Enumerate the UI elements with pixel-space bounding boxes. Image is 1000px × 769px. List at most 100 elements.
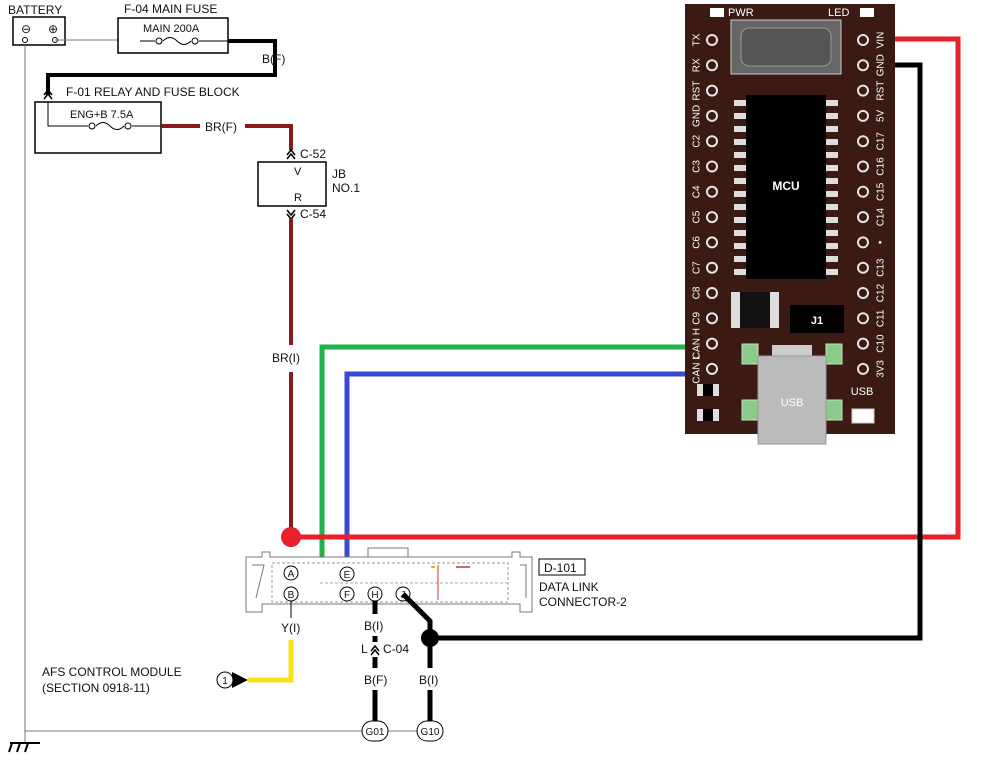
ground-g01-label: G01 xyxy=(366,727,385,738)
wire-yellow-afs xyxy=(248,640,294,683)
left-header-c4-label: C4 xyxy=(692,185,703,198)
dlc-pin-b-label: B xyxy=(288,590,295,601)
left-header-c2-pin xyxy=(706,135,718,148)
main-fuse: F-04 MAIN FUSE MAIN 200A xyxy=(117,2,229,54)
splice-point-red xyxy=(281,527,301,547)
wire-b-i-h-label: B(I) xyxy=(364,619,383,633)
dlc-latch xyxy=(367,547,409,558)
main-fuse-wire-label: B(F) xyxy=(262,52,285,66)
wire-j-upper xyxy=(401,592,433,668)
splice-point-black xyxy=(421,629,439,647)
eng-fuse-symbol xyxy=(47,102,161,130)
battery: BATTERY ⊖ ⊕ xyxy=(8,3,66,46)
right-header-c11-pin xyxy=(857,312,869,325)
right-header-c17-label: C17 xyxy=(876,132,887,151)
left-header-rx-pin xyxy=(706,59,718,72)
left-header-c2-label: C2 xyxy=(692,134,703,147)
connector-chevron-c52 xyxy=(286,148,296,160)
left-header-rst-label: RST xyxy=(692,81,703,101)
left-header-c5-label: C5 xyxy=(692,210,703,223)
right-header-c15-label: C15 xyxy=(876,182,887,201)
ground-g01 xyxy=(361,720,389,742)
right-header-vin-label: VIN xyxy=(876,32,887,49)
main-fuse-label: F-04 MAIN FUSE xyxy=(124,2,217,16)
jb-pin-v: V xyxy=(294,166,302,178)
left-header-c6-label: C6 xyxy=(692,236,703,249)
dlc-id: D-101 xyxy=(544,561,577,575)
right-header-dot-pin xyxy=(857,236,869,249)
data-link-connector: A B E F H J D-101 DATA LINK CONNECTOR-2 xyxy=(245,547,627,613)
right-header-c15-pin xyxy=(857,185,869,198)
jb-box xyxy=(257,161,327,207)
afs-marker: 1 xyxy=(222,676,228,687)
main-fuse-box xyxy=(117,17,229,54)
mcu-label: MCU xyxy=(772,179,799,193)
relay-fuse-block: F-01 RELAY AND FUSE BLOCK ENG+B 7.5A xyxy=(34,85,240,154)
usb-label: USB xyxy=(851,386,874,398)
dlc-name-2: CONNECTOR-2 xyxy=(539,595,627,609)
right-header-dot-label: • xyxy=(876,240,887,244)
battery-post-minus xyxy=(22,37,28,43)
right-header-c12-label: C12 xyxy=(876,283,887,302)
left-header-c7-pin xyxy=(706,261,718,274)
right-header-gnd-label: GND xyxy=(876,54,887,76)
left-header-can-h-pin xyxy=(706,337,718,350)
left-header-c3-pin xyxy=(706,160,718,173)
wire-br-i-label: BR(I) xyxy=(272,351,300,365)
battery-plus-terminal: ⊕ xyxy=(48,22,58,36)
ground-g10-label: G10 xyxy=(421,727,440,738)
left-header-can-l-label: CAN L xyxy=(692,354,703,384)
c04-pin-label: L xyxy=(361,642,368,656)
right-header-c13-label: C13 xyxy=(876,258,887,277)
left-header-c7-label: C7 xyxy=(692,261,703,274)
usb-port xyxy=(757,355,827,445)
left-header-gnd-pin xyxy=(706,109,718,122)
left-header-c8-pin xyxy=(706,287,718,299)
left-header-c4-pin xyxy=(706,185,718,198)
right-header-vin-pin xyxy=(857,34,869,46)
right-header-3v3-label: 3V3 xyxy=(876,360,887,378)
diode xyxy=(740,292,770,328)
usb-port-label: USB xyxy=(781,397,804,409)
ground-g10 xyxy=(416,720,444,742)
jb-pin-r: R xyxy=(294,192,302,204)
wire-b-f-main xyxy=(46,39,277,95)
main-fuse-value: MAIN 200A xyxy=(143,23,200,35)
right-header-3v3-pin xyxy=(857,362,869,375)
right-header-c17-pin xyxy=(857,135,869,148)
left-header-c8-label: C8 xyxy=(692,286,703,299)
jumper-j1-label: J1 xyxy=(811,315,823,327)
right-header-5v-label: 5V xyxy=(876,109,887,122)
right-header-c16-pin xyxy=(857,160,869,173)
dlc-name: DATA LINK xyxy=(539,580,599,594)
right-header-c11-label: C11 xyxy=(876,309,887,327)
left-header-rst-pin xyxy=(706,84,718,97)
dlc-pin-e-label: E xyxy=(344,570,351,581)
battery-minus-terminal: ⊖ xyxy=(21,22,31,36)
left-header-rx-label: RX xyxy=(692,58,703,72)
left-header-c9-pin xyxy=(706,312,718,325)
right-header-5v-pin xyxy=(857,109,869,122)
jb-bottom-connector: C-54 xyxy=(300,207,326,221)
wire-br-f-right xyxy=(245,124,293,150)
dlc-pin-a xyxy=(283,565,299,581)
left-header-can-h-label: CAN H xyxy=(692,328,703,359)
relay-block-fuse-value: ENG+B 7.5A xyxy=(70,109,134,121)
connector-chevron-c54 xyxy=(286,209,296,221)
right-header-c14-label: C14 xyxy=(876,207,887,226)
afs-label-line2: (SECTION 0918-11) xyxy=(42,681,150,695)
dlc-cavity xyxy=(271,562,509,603)
left-header-tx-label: TX xyxy=(692,33,703,46)
right-header-rst-label: RST xyxy=(876,81,887,101)
wire-b-i-j-label: B(I) xyxy=(419,673,438,687)
relay-block-wire-label: BR(F) xyxy=(205,120,237,134)
c04-label: C-04 xyxy=(383,642,409,656)
jb-name: JB xyxy=(332,167,346,181)
pwr-led xyxy=(710,8,724,17)
dlc-pin-f xyxy=(339,586,355,602)
dlc-pin-h-label: H xyxy=(371,590,378,601)
right-header-c13-pin xyxy=(857,261,869,274)
battery-label: BATTERY xyxy=(8,3,62,17)
